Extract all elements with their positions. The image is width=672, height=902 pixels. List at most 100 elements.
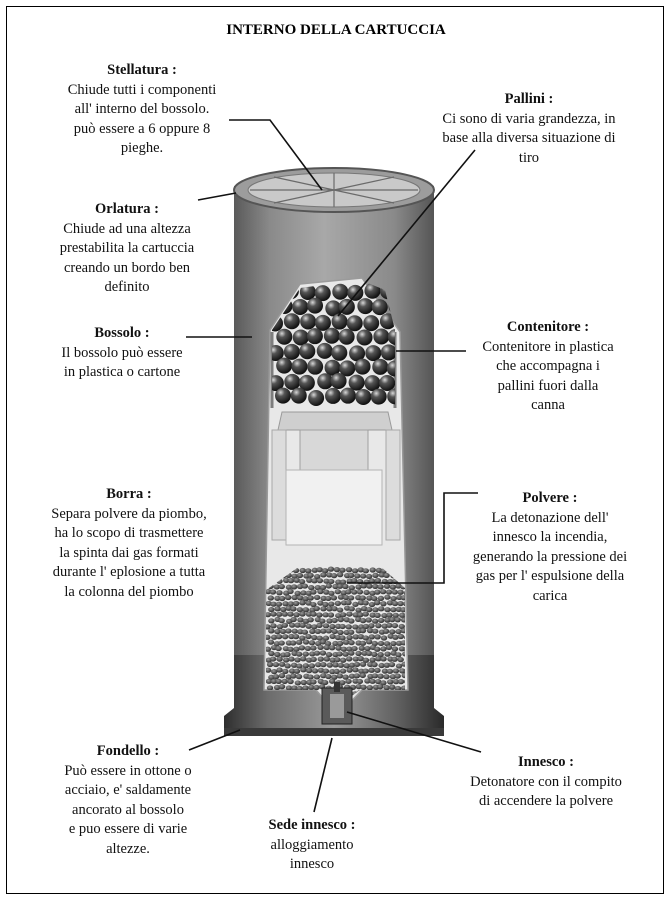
powder-grain <box>328 567 334 572</box>
powder-grain <box>387 669 393 674</box>
powder-grain <box>305 646 311 651</box>
powder-grain <box>391 657 397 662</box>
powder-grain <box>283 657 289 662</box>
powder-grain <box>268 640 274 645</box>
powder-grain <box>267 662 273 667</box>
powder-grain <box>316 623 322 628</box>
powder-grain <box>268 607 274 612</box>
powder-grain <box>288 656 294 661</box>
powder-grain <box>354 662 360 667</box>
shot-pellet <box>349 375 365 391</box>
shot-pellet <box>292 299 308 315</box>
powder-grain <box>346 611 352 616</box>
powder-grain <box>299 623 305 628</box>
powder-grain <box>378 641 384 646</box>
powder-grain <box>310 645 316 650</box>
shot-pellet <box>373 328 389 344</box>
powder-grain <box>392 589 398 594</box>
powder-grain <box>378 596 384 601</box>
powder-grain <box>374 590 380 595</box>
powder-grain <box>357 589 363 594</box>
powder-grain <box>320 606 326 611</box>
powder-grain <box>309 663 315 668</box>
powder-grain <box>348 573 354 578</box>
shot-pellet <box>325 388 341 404</box>
powder-grain <box>302 583 308 588</box>
powder-grain <box>352 568 358 573</box>
powder-grain <box>366 574 372 579</box>
powder-grain <box>363 568 369 573</box>
powder-grain <box>290 673 296 678</box>
powder-grain <box>282 634 288 639</box>
powder-grain <box>362 600 368 605</box>
powder-grain <box>279 596 285 601</box>
powder-grain <box>293 612 299 617</box>
powder-grain <box>305 634 311 639</box>
powder-grain <box>384 595 390 600</box>
powder-grain <box>301 680 307 685</box>
powder-grain <box>398 634 404 639</box>
powder-grain <box>354 673 360 678</box>
powder-grain <box>369 634 375 639</box>
shot-pellet <box>275 388 291 404</box>
powder-grain <box>397 601 403 606</box>
powder-grain <box>278 618 284 623</box>
powder-grain <box>299 645 305 650</box>
powder-grain <box>360 685 366 690</box>
powder-grain <box>303 607 309 612</box>
powder-grain <box>310 612 316 617</box>
label-borra: Borra : Separa polvere da piombo, ha lo … <box>20 485 238 602</box>
powder-grain <box>276 612 282 617</box>
powder-grain <box>366 639 372 644</box>
powder-grain <box>397 590 403 595</box>
shot-pellet <box>357 298 373 314</box>
powder-grain <box>386 613 392 618</box>
powder-grain <box>364 646 370 651</box>
powder-grain <box>377 684 383 689</box>
powder-grain <box>329 634 335 639</box>
powder-grain <box>287 647 293 652</box>
powder-grain <box>335 589 341 594</box>
shot-pellet <box>276 329 292 345</box>
powder-grain <box>317 645 323 650</box>
shot-pellet <box>300 313 316 329</box>
powder-grain <box>348 595 354 600</box>
powder-grain <box>314 674 320 679</box>
powder-grain <box>306 668 312 673</box>
powder-grain <box>337 572 343 577</box>
powder-grain <box>359 646 365 651</box>
powder-grain <box>309 640 315 645</box>
powder-grain <box>270 623 276 628</box>
powder-grain <box>372 673 378 678</box>
shot-pellet <box>332 284 348 300</box>
powder-grain <box>366 617 372 622</box>
shot-pellet <box>331 373 347 389</box>
powder-grain <box>374 647 380 652</box>
powder-grain <box>287 589 293 594</box>
shot-pellet <box>315 315 331 331</box>
powder-grain <box>291 584 297 589</box>
powder-grain <box>320 572 326 577</box>
powder-grain <box>370 567 376 572</box>
powder-grain <box>282 612 288 617</box>
powder-grain <box>276 657 282 662</box>
powder-grain <box>380 589 386 594</box>
powder-grain <box>338 617 344 622</box>
powder-grain <box>354 573 360 578</box>
powder-grain <box>268 651 274 656</box>
powder-grain <box>287 679 293 684</box>
powder-grain <box>362 668 368 673</box>
powder-grain <box>389 662 395 667</box>
powder-grain <box>340 668 346 673</box>
powder-grain <box>331 595 337 600</box>
powder-grain <box>368 623 374 628</box>
shot-pellet <box>381 344 397 360</box>
powder-grain <box>397 657 403 662</box>
powder-grain <box>342 652 348 657</box>
shot-pellet <box>293 329 309 345</box>
powder-grain <box>363 611 369 616</box>
powder-grain <box>348 618 354 623</box>
powder-grain <box>306 624 312 629</box>
powder-grain <box>352 602 358 607</box>
powder-grain <box>267 685 273 690</box>
